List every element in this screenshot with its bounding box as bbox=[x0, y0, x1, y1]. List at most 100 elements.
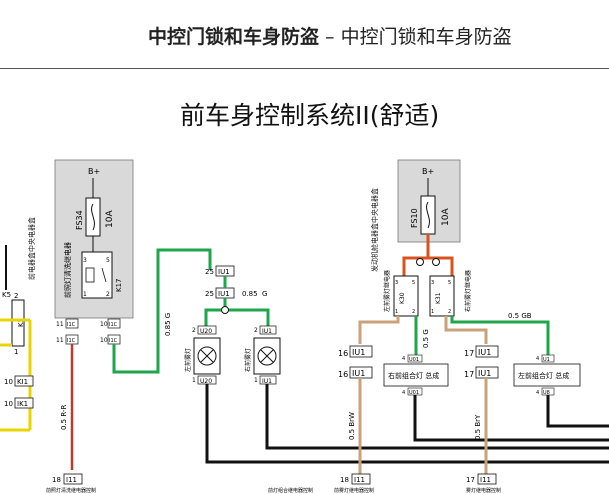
iu-label-17a: IU1 bbox=[478, 348, 491, 357]
wire-bry bbox=[444, 316, 488, 344]
footer-right-label: 前灯组合继电器控制 bbox=[268, 487, 313, 494]
left-relay-pin-5: 5 bbox=[106, 257, 110, 264]
combo-right-label: 左前组合灯 总成 bbox=[518, 371, 569, 380]
relay-k31-pin-5: 5 bbox=[448, 280, 451, 286]
iu-label-1a: U20 bbox=[200, 378, 212, 385]
iu-label-17b: IU1 bbox=[478, 369, 491, 378]
combo-right-conn-top-label: U1 bbox=[543, 357, 550, 363]
wire-bry-label: 0.5 BrY bbox=[474, 414, 482, 440]
left-box-connectors: 11 I1C 10 I1C 11 I1C 10 I1C bbox=[56, 318, 121, 345]
left-relay-coil bbox=[85, 267, 95, 283]
iu-wire-085: 0.85 bbox=[242, 290, 258, 298]
combo-right-conn-top bbox=[541, 354, 555, 363]
right-relays: K30 3 5 1 2 K31 3 5 1 2 左前雾灯继电器 右前雾灯继电器 bbox=[383, 270, 472, 317]
conn-left-box-10a bbox=[107, 318, 121, 329]
left-fuse-rating: 10A bbox=[105, 210, 115, 228]
conn-left-label-10b: I1C bbox=[109, 338, 118, 344]
iu-box-2b bbox=[259, 325, 277, 335]
relay-k31-label: 右前雾灯继电器 bbox=[464, 270, 472, 312]
left-edge-k5-box bbox=[11, 299, 25, 347]
iu-box-17c bbox=[477, 473, 497, 485]
header-title-sub: 中控门锁和车身防盗 bbox=[340, 26, 512, 48]
left-edge-kl1-label: KI1 bbox=[17, 378, 28, 386]
left-relay-pin-2: 2 bbox=[106, 291, 110, 298]
iu-pin-17b: 17 bbox=[464, 370, 474, 379]
iu-pin-2b: 2 bbox=[254, 327, 258, 334]
lamp-left-bulb bbox=[197, 346, 217, 366]
wire-black-lamp-left bbox=[205, 384, 609, 464]
iu-pin-1b: 1 bbox=[254, 377, 258, 384]
left-fuse-id: FS34 bbox=[75, 210, 84, 230]
header-divider bbox=[0, 68, 609, 69]
combo-left-label: 右前组合灯 总成 bbox=[388, 371, 439, 380]
relay-k31-pin-2: 2 bbox=[448, 309, 451, 315]
iu-pin-2a: 2 bbox=[192, 327, 196, 334]
left-edge-kl1-pin: 10 bbox=[4, 378, 13, 386]
wire-green-right-b bbox=[450, 316, 550, 358]
iu-pin-25a: 25 bbox=[205, 268, 214, 276]
combo-right-pin-bot: 4 bbox=[536, 390, 539, 396]
relay-k31-id: K31 bbox=[435, 292, 442, 304]
lamp-left-label: 左前雾灯 bbox=[184, 348, 192, 372]
conn-left-label-11b: I1C bbox=[67, 338, 76, 344]
iu-box-18b bbox=[351, 473, 371, 485]
wire-brw-label: 0.5 BrW bbox=[348, 412, 356, 440]
splice-dot-right-b bbox=[432, 258, 440, 266]
bottom-connectors: 18 I11 18 I11 17 I11 前照灯清洗继电器控制 前雾灯继电器控制… bbox=[46, 473, 501, 494]
iu-pin-16a: 16 bbox=[338, 349, 348, 358]
iu-label-18b: I11 bbox=[354, 476, 365, 484]
iu-label-25a: IU1 bbox=[218, 268, 230, 276]
left-edge-k5-top: K5 bbox=[2, 291, 11, 299]
left-fuse-supply: B+ bbox=[88, 167, 100, 176]
relay-k31-body bbox=[429, 275, 455, 317]
iu-box-2a bbox=[197, 325, 217, 335]
iu-label-2a: U20 bbox=[200, 328, 212, 335]
right-fuse-supply: B+ bbox=[422, 167, 434, 176]
combo-left-conn-bot-label: U01 bbox=[409, 390, 419, 396]
relay-k30-pin-3: 3 bbox=[395, 280, 398, 286]
left-edge-k5-label: K5 bbox=[17, 318, 25, 327]
left-relay-label: 前照灯清洗继电器 bbox=[63, 242, 72, 298]
combo-lamp-left: 4 U01 右前组合灯 总成 4 U01 bbox=[383, 354, 449, 396]
lamp-right-label: 右前雾灯 bbox=[244, 348, 252, 372]
lamp-right-x2 bbox=[260, 349, 274, 363]
left-relay-id: K17 bbox=[115, 279, 123, 293]
wire-black-combo-right bbox=[546, 395, 609, 428]
splice-dot bbox=[221, 306, 229, 314]
combo-right-pin-top: 4 bbox=[536, 356, 539, 362]
iu-label-1b: IU1 bbox=[262, 378, 272, 385]
footer-left-label: 前照灯清洗继电器控制 bbox=[46, 487, 96, 494]
wire-red-right-b bbox=[428, 256, 454, 276]
relay-k30-id: K30 bbox=[399, 292, 406, 304]
combo-left-pin-top: 4 bbox=[402, 356, 405, 362]
iu-label-18: I11 bbox=[66, 476, 77, 484]
wire-black-lamp-right bbox=[265, 384, 609, 450]
iu-label-16b: IU1 bbox=[352, 369, 365, 378]
header-title-main: 中控门锁和车身防盗 bbox=[148, 26, 320, 48]
combo-right-conn-bot-label: U8 bbox=[543, 390, 550, 396]
header-title: 中控门锁和车身防盗 – 中控门锁和车身防盗 bbox=[148, 22, 512, 49]
relay-k30-pin-2: 2 bbox=[412, 309, 415, 315]
left-edge-k5-pin: 2 bbox=[14, 292, 18, 300]
left-relay-pin-3: 3 bbox=[83, 257, 87, 264]
conn-left-box-11a bbox=[65, 318, 79, 329]
wire-green-split-right bbox=[225, 308, 270, 328]
left-relay-switch bbox=[101, 267, 107, 283]
wire-green-left bbox=[112, 248, 212, 374]
conn-left-pin-10b: 10 bbox=[100, 337, 108, 344]
wire-green-split bbox=[204, 298, 227, 328]
left-fuse-symbol bbox=[91, 203, 95, 231]
combo-right-box bbox=[513, 363, 581, 387]
relay-k30-pin-1: 1 bbox=[395, 309, 398, 315]
mid-iu1-connectors: 25 IU1 25 IU1 0.85 G bbox=[205, 265, 267, 299]
iu-label-2b: IU1 bbox=[262, 328, 272, 335]
iu-pin-17c: 17 bbox=[466, 476, 475, 484]
relay-k31-pin-3: 3 bbox=[431, 280, 434, 286]
wire-brw bbox=[358, 316, 400, 344]
iu-box-16a bbox=[349, 345, 373, 358]
diagram-title: 前车身控制系统II(舒适) bbox=[180, 101, 440, 130]
splice-dot-right-a bbox=[416, 258, 424, 266]
conn-left-label-10a: I1C bbox=[109, 322, 118, 328]
relay-k31-pin-1: 1 bbox=[431, 309, 434, 315]
left-edge-ik1-label: IK1 bbox=[17, 400, 28, 408]
